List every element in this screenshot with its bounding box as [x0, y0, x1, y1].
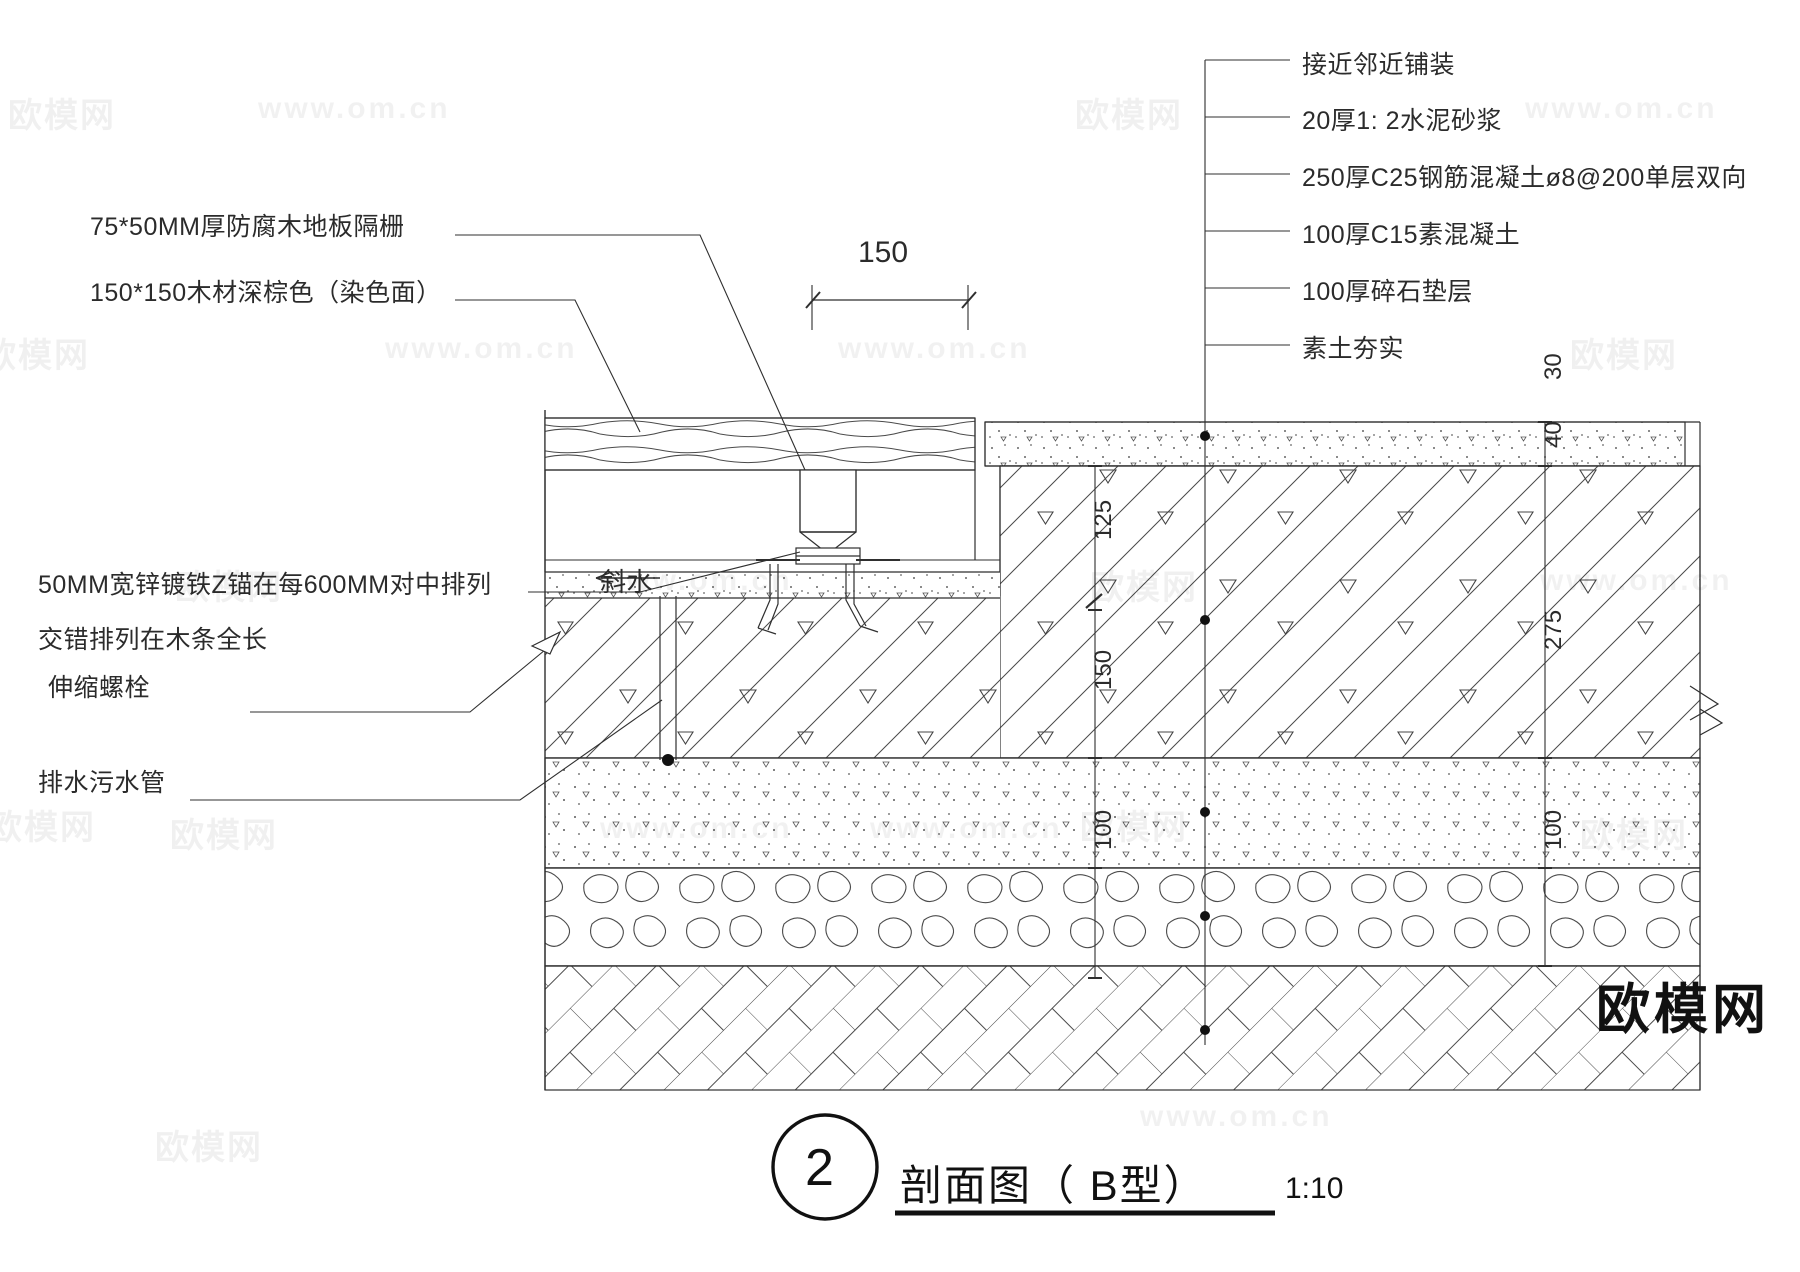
legend-item-2: 250厚C25钢筋混凝土ø8@200单层双向 [1302, 164, 1747, 192]
slope-label: 斜水 [600, 567, 654, 597]
legend-item-5: 素土夯实 [1302, 335, 1405, 363]
note-z-anchor: 50MM宽锌镀铁Z锚在每600MM对中排列 [38, 571, 492, 599]
note-stagger: 交错排列在木条全长 [38, 626, 268, 654]
dim-right-100: 100 [1540, 809, 1567, 850]
note-timber-joist: 75*50MM厚防腐木地板隔栅 [90, 213, 405, 241]
dim-right-40: 40 [1540, 421, 1567, 448]
legend-item-4: 100厚碎石垫层 [1302, 278, 1473, 306]
detail-number: 2 [805, 1139, 834, 1197]
detail-scale: 1:10 [1285, 1172, 1344, 1205]
note-drain-pipe: 排水污水管 [38, 769, 166, 797]
dim-left-100: 100 [1090, 809, 1117, 850]
legend-item-0: 接近邻近铺装 [1302, 51, 1456, 79]
legend-item-1: 20厚1: 2水泥砂浆 [1302, 107, 1503, 135]
dim-right-275: 275 [1540, 609, 1567, 650]
legend-item-3: 100厚C15素混凝土 [1302, 221, 1521, 249]
detail-title: 剖面图（ B型） [900, 1162, 1208, 1209]
dim-left-125: 125 [1090, 499, 1117, 540]
note-expansion-bolt: 伸缩螺栓 [48, 674, 151, 702]
dim-right-30: 30 [1540, 353, 1567, 380]
note-timber-board: 150*150木材深棕色（染色面） [90, 279, 442, 307]
dim-top-150: 150 [858, 236, 909, 269]
dim-left-150: 150 [1090, 649, 1117, 690]
brand-watermark: 欧模网 [1596, 980, 1770, 1040]
